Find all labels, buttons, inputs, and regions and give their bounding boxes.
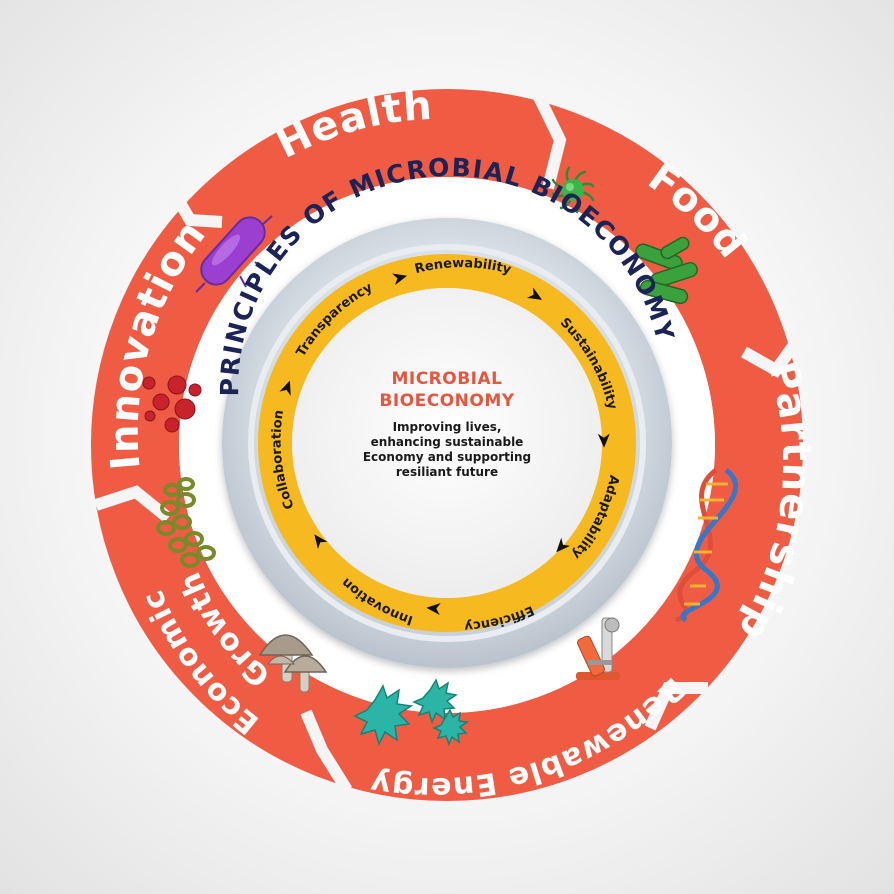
green-bacteria-cluster-icon bbox=[635, 236, 698, 305]
purple-bacillus-icon bbox=[195, 215, 273, 293]
dna-helix-icon bbox=[675, 468, 738, 623]
arrow-transparency-renewability-icon bbox=[391, 273, 408, 286]
arrow-collaboration-transparency-icon bbox=[279, 380, 291, 396]
arrow-renewability-sustainability-icon bbox=[527, 287, 543, 300]
arrow-innovation-collaboration-icon bbox=[314, 534, 328, 550]
separator-partnership-energy bbox=[644, 682, 708, 731]
center-disc bbox=[292, 288, 602, 598]
separator-economic-innovation bbox=[94, 485, 172, 523]
separator-energy-economic bbox=[300, 709, 353, 794]
separator-food-partnership bbox=[741, 324, 811, 378]
mushroom-icon bbox=[258, 634, 328, 693]
principles-ring bbox=[258, 254, 636, 632]
arrow-adaptability-efficiency-icon bbox=[556, 537, 571, 553]
center-title: MICROBIAL BIOECONOMY bbox=[357, 368, 537, 412]
center-desc-line2: enhancing sustainable bbox=[370, 435, 524, 449]
microscope-icon bbox=[576, 617, 620, 680]
arrow-sustainability-adaptability-icon bbox=[597, 433, 610, 448]
separator-health-food bbox=[532, 92, 567, 190]
center-desc-line4: resiliant future bbox=[395, 465, 499, 479]
red-cocci-cluster-icon bbox=[142, 375, 202, 433]
center-title-line2: BIOECONOMY bbox=[379, 391, 515, 411]
outer-ring-band bbox=[91, 89, 803, 801]
green-virus-icon bbox=[551, 166, 595, 214]
principle-renewability: Renewability bbox=[413, 256, 513, 278]
center-desc-line1: Improving lives, bbox=[392, 420, 502, 434]
olive-diplococci-icon bbox=[156, 477, 216, 568]
separator-innovation-health bbox=[162, 178, 223, 228]
center-title-line1: MICROBIAL bbox=[391, 369, 503, 389]
arrow-efficiency-innovation-icon bbox=[426, 603, 441, 615]
principle-arrows bbox=[279, 273, 610, 615]
outer-ring-separators bbox=[94, 92, 811, 794]
center-text: MICROBIAL BIOECONOMY Improving lives, en… bbox=[357, 368, 537, 480]
center-description: Improving lives, enhancing sustainable E… bbox=[357, 420, 537, 480]
center-desc-line3: Economy and supporting bbox=[362, 450, 532, 464]
plate-rim bbox=[248, 244, 646, 642]
teal-microbe-icon bbox=[353, 678, 469, 747]
